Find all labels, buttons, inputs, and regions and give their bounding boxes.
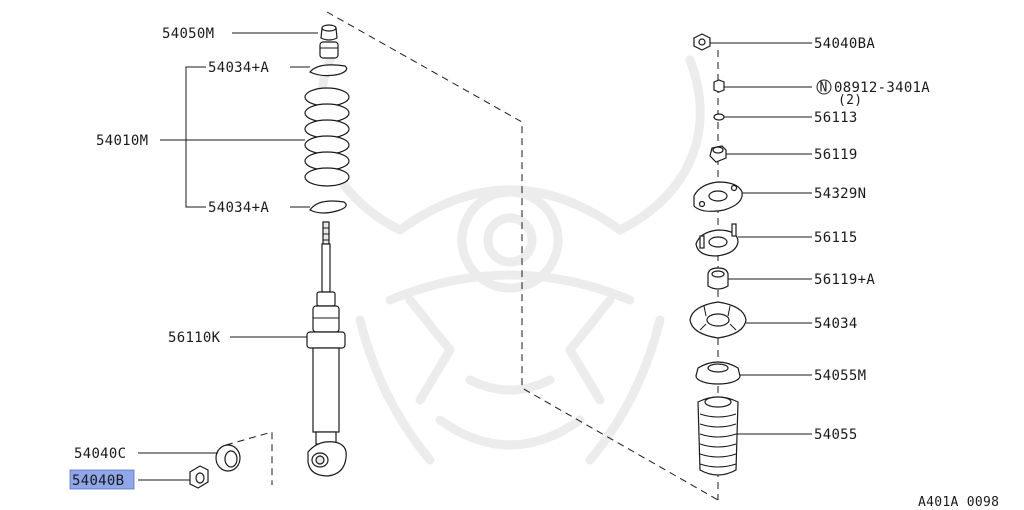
bushing-icon: [709, 145, 727, 163]
label-56113[interactable]: 56113: [814, 110, 858, 126]
circled-n-letter: N: [820, 81, 828, 96]
mounting-plate-icon: [693, 181, 743, 212]
spring-label-bracket: [160, 66, 206, 208]
label-54034[interactable]: 54034: [814, 316, 858, 332]
leader-lines-right: [710, 42, 812, 435]
label-54050m[interactable]: 54050M: [162, 26, 214, 42]
spring-seat-top-icon: [309, 64, 348, 77]
dashed-guides: [225, 11, 719, 501]
labels-right: 54040BA 08912-3401A (2) 56113 56119 5432…: [814, 36, 930, 443]
label-54055m[interactable]: 54055M: [814, 368, 866, 384]
top-nut-icon: [693, 33, 711, 51]
label-56119[interactable]: 56119: [814, 147, 858, 163]
diagram-code: A401A 0098: [918, 495, 999, 510]
bump-stopper-icon: [319, 24, 339, 59]
label-56110k[interactable]: 56110K: [168, 330, 221, 346]
washer-icon: [215, 444, 241, 472]
lower-bushing-icon: [707, 267, 729, 290]
label-56115[interactable]: 56115: [814, 230, 858, 246]
dashed-guide-top: [326, 11, 719, 501]
label-54040b[interactable]: 54040B: [72, 473, 124, 489]
label-08912-3401a[interactable]: 08912-3401A: [834, 80, 930, 96]
label-54329n[interactable]: 54329N: [814, 186, 866, 202]
circled-n-icon: N: [816, 79, 832, 96]
dust-boot-icon: [697, 396, 739, 476]
watermark-emblem: [315, 55, 705, 465]
labels-left: 54050M 54034+A 54010M 54034+A 56110K 540…: [72, 26, 269, 489]
label-56119a[interactable]: 56119+A: [814, 272, 875, 288]
upper-spring-seat-icon: [689, 301, 747, 339]
strut-mount-icon: [695, 223, 739, 257]
coil-spring-icon: [304, 87, 350, 187]
label-54010m[interactable]: 54010M: [96, 133, 148, 149]
small-nut-icon: [713, 79, 725, 93]
label-54055[interactable]: 54055: [814, 427, 858, 443]
shock-absorber-icon: [306, 221, 347, 477]
label-54034a-top[interactable]: 54034+A: [208, 60, 269, 76]
spring-seat-bottom-icon: [309, 200, 347, 214]
label-54034a-bottom[interactable]: 54034+A: [208, 200, 269, 216]
small-washer-icon: [713, 113, 725, 121]
label-54040ba[interactable]: 54040BA: [814, 36, 875, 52]
label-54040c[interactable]: 54040C: [74, 446, 126, 462]
label-08912-qty: (2): [838, 93, 862, 108]
leader-lines-left: [138, 32, 318, 481]
rubber-seat-icon: [695, 361, 741, 385]
nut-icon: [189, 465, 209, 489]
dashed-guide-bolt: [225, 431, 273, 485]
highlight-box-54040b: [69, 469, 135, 490]
